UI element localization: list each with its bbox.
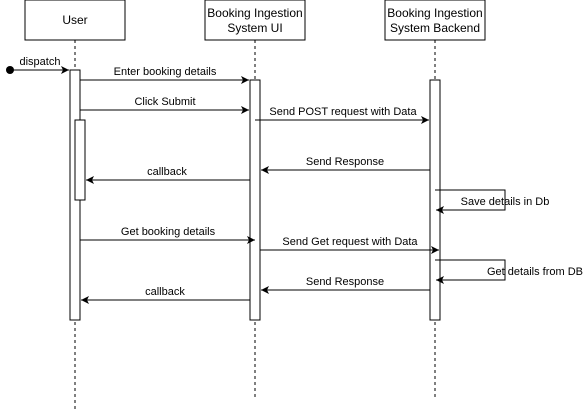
message-dispatch: dispatch <box>6 56 69 74</box>
participant-box <box>24 0 126 41</box>
message-label: Save details in Db <box>461 196 550 208</box>
activation-bar-backend <box>429 79 441 321</box>
message-label: Get booking details <box>121 226 216 238</box>
message-get-booking-details: Get booking details <box>80 226 255 244</box>
participant-label: User <box>62 13 87 27</box>
activation-bar-ui <box>249 79 261 321</box>
message-get-details-from-db: Get details from DB <box>435 259 583 284</box>
message-label: Click Submit <box>134 96 195 108</box>
message-label: Send Response <box>306 156 384 168</box>
activation-bar-user-nested <box>74 119 86 201</box>
message-save-details: Save details in Db <box>435 189 550 214</box>
participant-label-line-1: Booking Ingestion <box>387 6 482 20</box>
participant-box <box>204 0 306 41</box>
message-label: Send POST request with Data <box>269 106 417 118</box>
message-send-response-2: Send Response <box>261 276 430 294</box>
message-label: Send Response <box>306 276 384 288</box>
message-label: Enter booking details <box>114 66 217 78</box>
message-label: Send Get request with Data <box>282 236 418 248</box>
message-label: dispatch <box>20 56 61 68</box>
message-send-response-1: Send Response <box>261 156 430 174</box>
participant-label-line-2: System UI <box>227 21 282 35</box>
message-label: Get details from DB <box>487 266 583 278</box>
participant-label-line-2: System Backend <box>390 21 480 35</box>
participant-user: User <box>24 0 126 411</box>
participant-label-line-1: Booking Ingestion <box>207 6 302 20</box>
message-send-get-request: Send Get request with Data <box>260 236 439 254</box>
message-callback-1: callback <box>86 166 250 184</box>
message-click-submit: Click Submit <box>80 96 249 114</box>
message-send-post-request: Send POST request with Data <box>255 106 429 124</box>
message-enter-booking-details: Enter booking details <box>80 66 249 84</box>
message-label: callback <box>145 286 185 298</box>
message-callback-2: callback <box>81 286 250 304</box>
message-label: callback <box>147 166 187 178</box>
